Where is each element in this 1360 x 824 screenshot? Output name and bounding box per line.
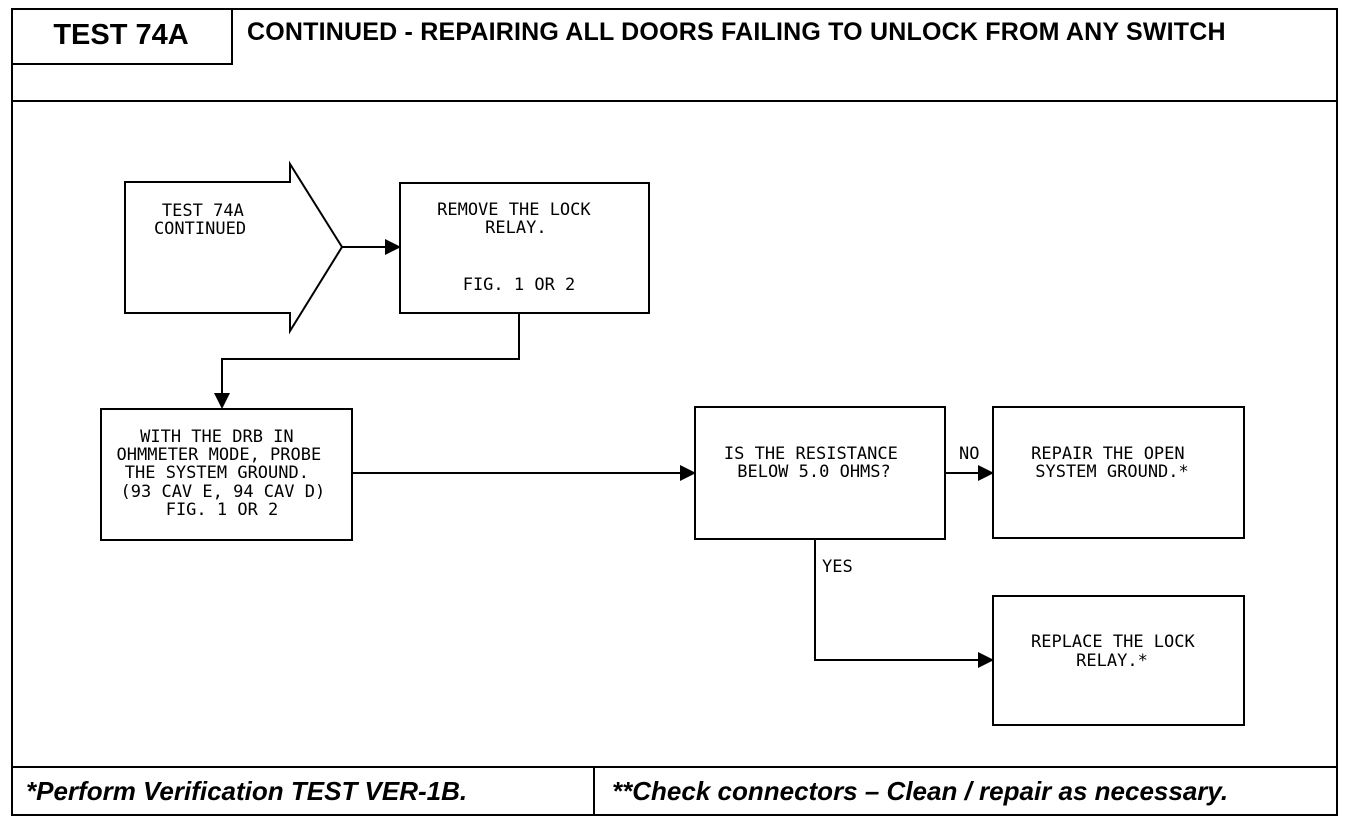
test-id-box: TEST 74A (11, 8, 233, 65)
remove-relay-text: REMOVE THE LOCK RELAY. FIG. 1 OR 2 (437, 200, 601, 295)
footer (11, 766, 1338, 816)
footer-connector-note: **Check connectors – Clean / repair as n… (612, 776, 1229, 806)
replace-relay-text: REPLACE THE LOCK RELAY.* (1031, 632, 1205, 671)
header (11, 8, 1338, 102)
label-no: NO (959, 444, 979, 464)
connector-question-to-replace (814, 539, 994, 668)
repair-ground-text: REPAIR THE OPEN SYSTEM GROUND.* (1031, 444, 1195, 482)
label-yes: YES (822, 557, 853, 577)
footer-verification-note: *Perform Verification TEST VER-1B. (26, 776, 468, 806)
resistance-question-text: IS THE RESISTANCE BELOW 5.0 OHMS? (724, 444, 908, 482)
test-id: TEST 74A (53, 19, 189, 51)
replace-relay-box (992, 595, 1245, 726)
connector-remove-to-probe (214, 313, 520, 409)
probe-ground-box (100, 408, 353, 541)
start-arrow-shape (124, 160, 344, 335)
resistance-question-box (694, 406, 946, 540)
footer-divider (593, 766, 595, 816)
start-arrow-text: TEST 74A CONTINUED (154, 201, 254, 239)
probe-ground-text: WITH THE DRB IN OHMMETER MODE, PROBE THE… (117, 427, 336, 520)
page-title: CONTINUED - REPAIRING ALL DOORS FAILING … (247, 18, 1226, 46)
